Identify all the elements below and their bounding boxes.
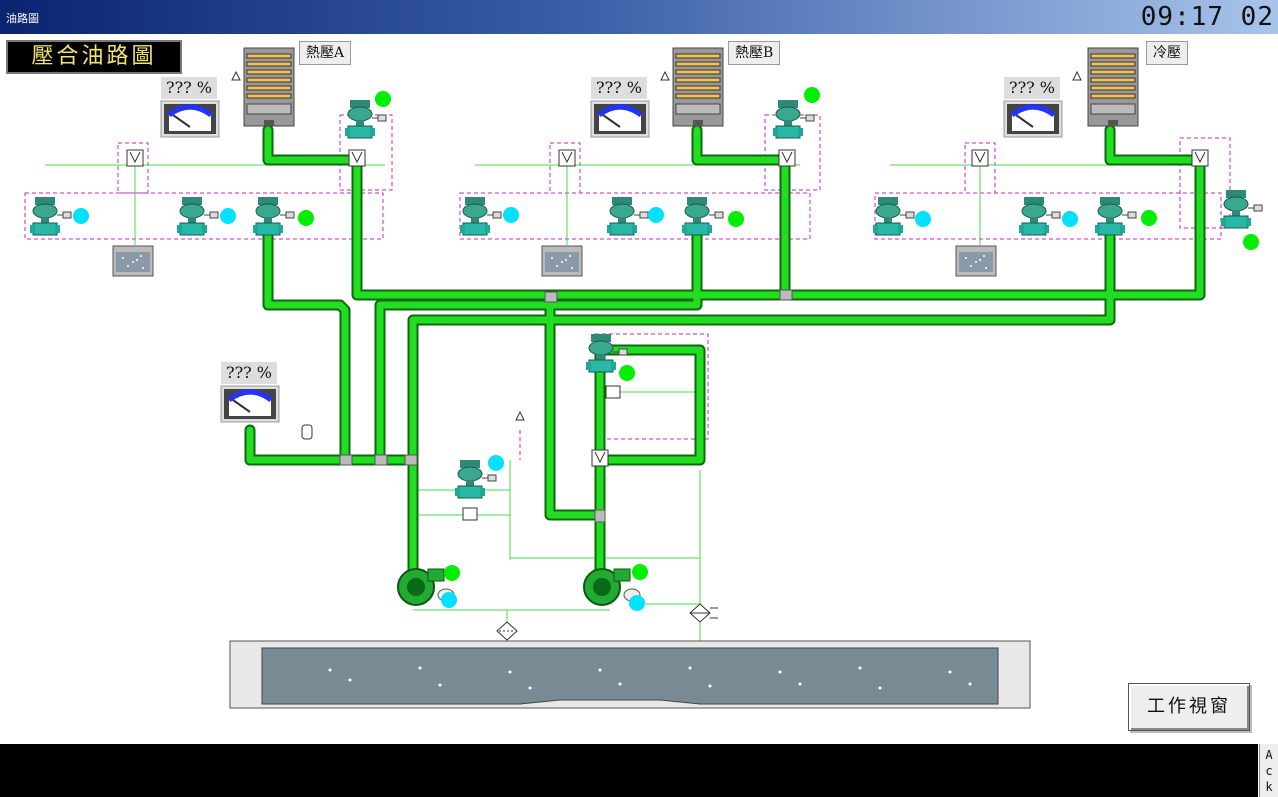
status-indicator bbox=[632, 564, 648, 580]
selector-a2 bbox=[348, 149, 366, 167]
clock-display: 09:17 02 bbox=[1140, 2, 1274, 32]
status-indicator bbox=[375, 91, 391, 107]
selector-main bbox=[591, 449, 609, 467]
press-b-label: 熱壓B bbox=[728, 41, 781, 65]
status-indicator bbox=[444, 565, 460, 581]
work-window-button[interactable]: 工作視窗 bbox=[1128, 683, 1250, 731]
valve-main[interactable] bbox=[585, 333, 628, 373]
selector-b bbox=[558, 149, 576, 167]
valve-c2[interactable] bbox=[1018, 196, 1061, 236]
status-indicator bbox=[619, 365, 635, 381]
ack-button[interactable]: Ack bbox=[1259, 744, 1278, 797]
cooler-icon bbox=[689, 603, 718, 623]
main-pressure-percent: ??? % bbox=[221, 362, 277, 384]
status-indicator bbox=[1062, 211, 1078, 227]
press-a-rack bbox=[243, 47, 295, 127]
cold-press-rack bbox=[1087, 47, 1139, 127]
valve-a3[interactable] bbox=[252, 196, 295, 236]
ack-label: Ack bbox=[1265, 748, 1273, 794]
oil-reservoir bbox=[229, 640, 1031, 709]
main-canvas bbox=[0, 34, 1278, 742]
status-indicator bbox=[1243, 234, 1259, 250]
main-pressure-gauge bbox=[221, 386, 279, 422]
selector-c bbox=[971, 149, 989, 167]
filter-icon bbox=[496, 621, 518, 641]
title-bar: 油路圖 09:17 02 bbox=[0, 0, 1278, 34]
selector-a bbox=[126, 149, 144, 167]
valve-c4[interactable] bbox=[1220, 189, 1263, 229]
press-a-percent: ??? % bbox=[161, 77, 217, 99]
status-indicator bbox=[488, 455, 504, 471]
press-b-gauge bbox=[591, 101, 649, 137]
status-indicator bbox=[220, 208, 236, 224]
valve-c1[interactable] bbox=[872, 196, 915, 236]
alarm-status-bar bbox=[0, 744, 1258, 797]
valve-b2[interactable] bbox=[606, 196, 649, 236]
status-indicator bbox=[1141, 210, 1157, 226]
press-a-label: 熱壓A bbox=[299, 41, 352, 65]
status-indicators bbox=[73, 87, 1259, 611]
valve-a2[interactable] bbox=[176, 196, 219, 236]
drain-tank-c bbox=[955, 245, 997, 277]
status-indicator bbox=[441, 592, 457, 608]
status-indicator bbox=[804, 87, 820, 103]
valve-b1[interactable] bbox=[459, 196, 502, 236]
status-indicator bbox=[915, 211, 931, 227]
cold-press-percent: ??? % bbox=[1004, 77, 1060, 99]
selector-b2 bbox=[778, 149, 796, 167]
valve-a1[interactable] bbox=[29, 196, 72, 236]
page-title: 壓合油路圖 bbox=[31, 44, 157, 69]
cold-press-label: 冷壓 bbox=[1146, 41, 1188, 65]
press-a-gauge bbox=[161, 101, 219, 137]
press-b-percent: ??? % bbox=[591, 77, 647, 99]
press-b-rack bbox=[672, 47, 724, 127]
selector-c2 bbox=[1191, 149, 1209, 167]
drain-tank-b bbox=[541, 245, 583, 277]
valve-b-top[interactable] bbox=[772, 99, 815, 139]
status-indicator bbox=[728, 211, 744, 227]
page-title-box: 壓合油路圖 bbox=[6, 40, 182, 74]
valve-b3[interactable] bbox=[681, 196, 724, 236]
status-indicator bbox=[648, 207, 664, 223]
status-indicator bbox=[629, 595, 645, 611]
valve-c3[interactable] bbox=[1094, 196, 1137, 236]
status-indicator bbox=[73, 208, 89, 224]
drain-tank-a bbox=[112, 245, 154, 277]
status-indicator bbox=[503, 207, 519, 223]
cold-press-gauge bbox=[1004, 101, 1062, 137]
status-indicator bbox=[298, 210, 314, 226]
window-title: 油路圖 bbox=[6, 12, 39, 25]
